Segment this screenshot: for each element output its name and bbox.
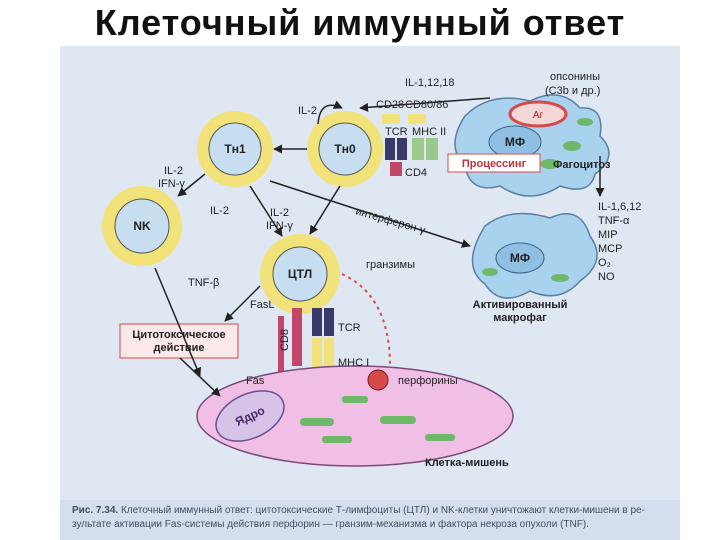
arrow-nk-down [154, 267, 202, 377]
label-o2: O₂ [598, 257, 611, 269]
slide-title: Клеточный иммунный ответ [94, 2, 626, 43]
target-nucleus [215, 390, 285, 442]
mhc1-molecule [312, 338, 322, 372]
arrow-to-target [179, 357, 221, 397]
label-processing: Процессинг [462, 158, 527, 170]
caption-line-1: Клеточный иммунный ответ: цитотоксически… [120, 505, 645, 516]
arrow-th1-to-ctl [249, 185, 283, 237]
figure-caption: Рис. 7.34. Клеточный иммунный ответ: цит… [60, 500, 680, 540]
label-opsonins: опсонины [550, 71, 600, 83]
mhc1-molecule [324, 338, 334, 372]
th1-label: Тн1 [224, 142, 246, 156]
th0-label: Тн0 [334, 142, 356, 156]
caption-figure-number: Рис. 7.34. [72, 505, 119, 516]
tcr-receptor-bottom [324, 308, 334, 336]
label-ifn-left: IFN-γ [158, 178, 185, 190]
perforin-pore [367, 369, 389, 391]
label-tnf-b: TNF-β [188, 277, 219, 289]
mitochondria [380, 416, 416, 424]
label-phagocytosis: Фагоцитоз [553, 159, 611, 171]
pathogen [563, 141, 581, 151]
label-perforins: перфорины [398, 375, 458, 387]
arrow-il2-loop [317, 100, 343, 125]
label-c3b: (C3b и др.) [545, 85, 600, 97]
label-mhc2: MHC II [412, 126, 446, 138]
nk-label: NK [133, 219, 151, 233]
mf-active-label: МФ [510, 251, 530, 265]
label-cd4: CD4 [405, 167, 427, 179]
label-cd80-86: CD80/86 [405, 99, 448, 111]
cd4-molecule [390, 162, 402, 176]
label-mcp: MCP [598, 243, 622, 255]
label-interferon: интерферон-γ [354, 205, 427, 237]
th0-cell-inner [318, 122, 372, 176]
label-il2-nk: IL-2 [210, 205, 229, 217]
pathogen [482, 268, 498, 276]
pathogen [577, 118, 593, 126]
granzyme-path [341, 273, 391, 367]
pathogen [540, 159, 560, 169]
mitochondria [425, 434, 455, 441]
tcr-receptor-top [385, 138, 395, 160]
label-ifn-mid: IFN-γ [266, 220, 293, 232]
label-il-1-6-12: IL-1,6,12 [598, 201, 641, 213]
nk-cell-inner [114, 198, 170, 254]
label-fas: Fas [246, 375, 265, 387]
label-target: Клетка-мишень [425, 457, 509, 469]
label-cytotoxic-2: действие [153, 342, 204, 354]
label-fasl: FasL [250, 299, 274, 311]
mitochondria [342, 396, 368, 403]
pathogen [551, 274, 569, 282]
cytotoxic-box [119, 323, 239, 359]
diagram-panel: Тн1 Тн0 NK ЦТЛ МФ МФ Аг Ядро IL-1,12,18 … [60, 46, 680, 540]
fasl-molecule [278, 316, 284, 386]
tcr-receptor-bottom [312, 308, 322, 336]
label-cytotoxic-1: Цитотоксическое [132, 329, 225, 341]
cd28-molecule [382, 114, 400, 124]
label-cd28: CD28 [376, 99, 404, 111]
arrow-tnf [224, 285, 261, 322]
mitochondria [300, 418, 334, 426]
tcr-receptor-top [397, 138, 407, 160]
label-il-1-12-18: IL-1,12,18 [405, 77, 455, 89]
mf-active-nucleus [495, 242, 545, 274]
mhc2-molecule [426, 138, 438, 160]
label-cd8: CD8 [279, 329, 291, 351]
arrow-th0-to-ctl [309, 185, 341, 235]
arrow-interferon [269, 180, 471, 248]
ctl-label: ЦТЛ [288, 267, 312, 281]
mf-top-label: МФ [505, 135, 525, 149]
label-tcr-bottom: TCR [338, 322, 361, 334]
label-activated-1: Активированный [473, 299, 568, 311]
label-granzymes: гранзимы [366, 259, 415, 271]
label-activated-2: макрофаг [493, 312, 547, 324]
cd80-molecule [408, 114, 426, 124]
label-tcr-top: TCR [385, 126, 408, 138]
label-no: NO [598, 271, 615, 283]
label-il2-top: IL-2 [298, 105, 317, 117]
arrow-th1-to-nk [177, 173, 206, 197]
antigen-phagosome [508, 100, 568, 128]
label-mip: MIP [598, 229, 618, 241]
mhc2-molecule [412, 138, 424, 160]
label-tnf-a: TNF-α [598, 215, 630, 227]
ag-label: Аг [533, 110, 544, 121]
immune-response-diagram: Тн1 Тн0 NK ЦТЛ МФ МФ Аг Ядро IL-1,12,18 … [102, 71, 641, 469]
th1-cell-inner [208, 122, 262, 176]
label-il2-left: IL-2 [164, 165, 183, 177]
ctl-cell-inner [272, 246, 328, 302]
arrow-mf-to-th0 [359, 97, 491, 112]
label-mhc1: MHC I [338, 357, 369, 369]
processing-box [447, 153, 541, 173]
caption-line-2: зультате активации Fas-системы действия … [72, 519, 589, 530]
label-il2-mid: IL-2 [270, 207, 289, 219]
mitochondria [322, 436, 352, 443]
cd8-molecule [292, 308, 302, 366]
